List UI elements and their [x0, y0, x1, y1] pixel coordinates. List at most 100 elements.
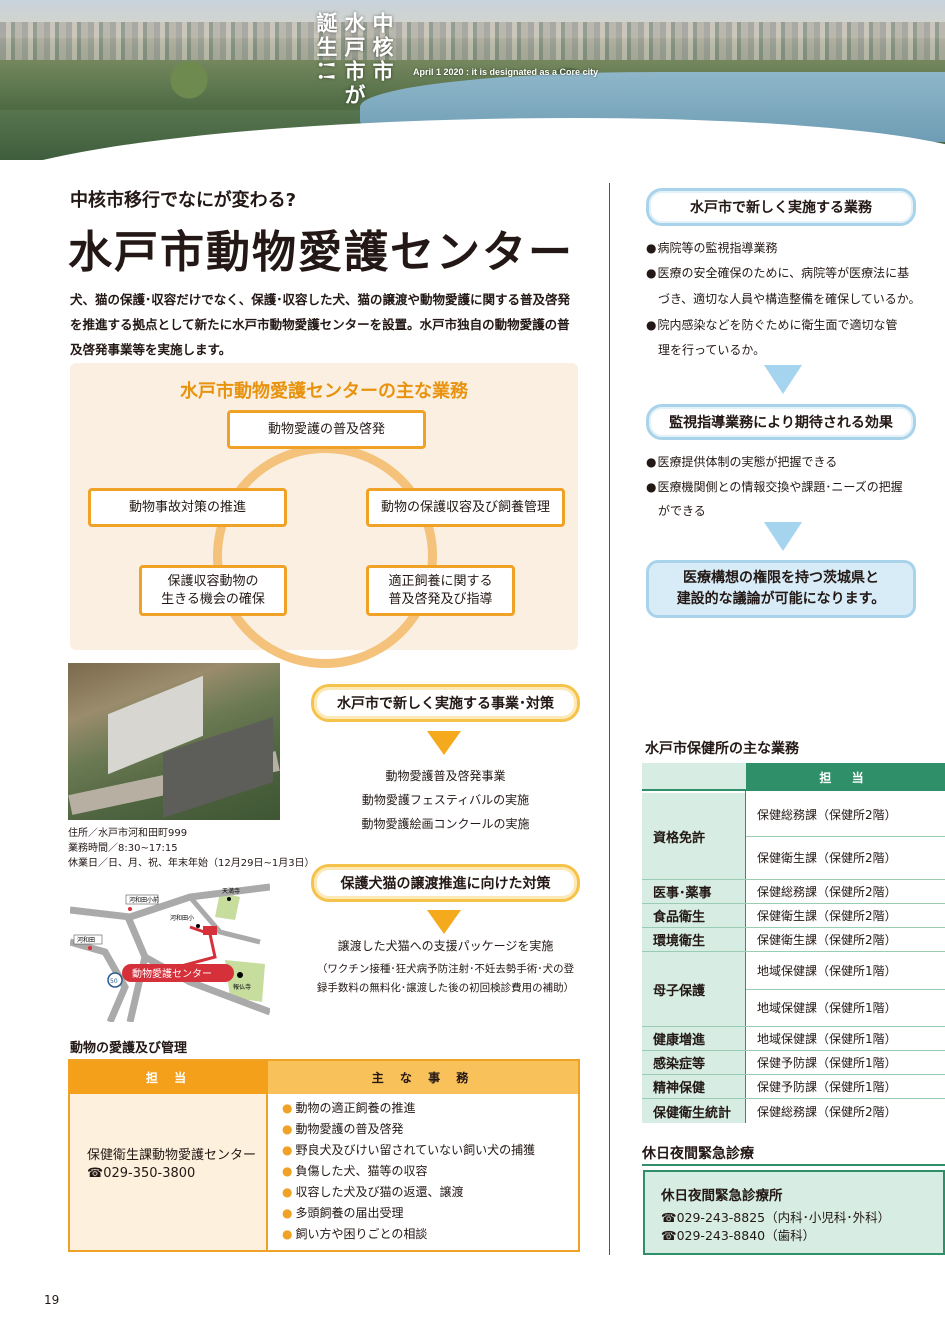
facility-hours: 業務時間／8:30~17:15	[68, 843, 178, 854]
map-marker	[203, 926, 217, 935]
hc-label: 食品衛生	[642, 904, 745, 927]
adoption-heading: 保護犬猫の譲渡推進に向けた対策	[311, 864, 580, 902]
emergency-phone-2: ☎029-243-8840（歯科）	[661, 1228, 816, 1243]
effect-1: 医療提供体制の実態が把握できる	[646, 450, 837, 474]
hero-title-line-3: 誕生!!	[314, 12, 339, 85]
intro-paragraph: 犬、猫の保護･収容だけでなく、保護･収容した犬、猫の譲渡や動物愛護に関する普及啓…	[70, 292, 571, 357]
management-dept-cell: 保健衛生課動物愛護センター ☎029-350-3800	[70, 1094, 268, 1250]
duties-cycle-ring	[213, 444, 437, 668]
facility-holidays: 休業日／日、月、祝、年末年始（12月29日~1月3日）	[68, 858, 315, 869]
new-measure-1: 動物愛護普及啓発事業	[385, 769, 506, 783]
map-label-kawawada: 河和田	[77, 936, 95, 944]
map-road-5	[188, 895, 261, 945]
hc-row-9: 保健衛生統計 保健総務課（保健所2階）	[642, 1099, 945, 1123]
management-task-3: 野良犬及びけい留されていない飼い犬の捕獲	[282, 1140, 535, 1161]
management-tasks-cell: 動物の適正飼養の推進 動物愛護の普及啓発 野良犬及びけい留されていない飼い犬の捕…	[268, 1094, 578, 1250]
map-label-temple-2: 報仏寺	[233, 983, 251, 991]
hc-label: 保健衛生統計	[642, 1099, 745, 1123]
hc-value: 保健総務課（保健所2階）	[757, 1104, 897, 1119]
map-center-badge	[122, 964, 234, 982]
management-header-dept: 担 当	[70, 1061, 268, 1094]
hc-label: 資格免許	[642, 793, 745, 879]
down-arrow-icon	[427, 910, 461, 934]
hc-label: 母子保護	[642, 952, 745, 1026]
hc-sub-divider	[746, 836, 945, 837]
down-arrow-icon	[764, 522, 802, 551]
new-measure-2: 動物愛護フェスティバルの実施	[361, 793, 530, 807]
emergency-box: 休日夜間緊急診療所 ☎029-243-8825（内科･小児科･外科） ☎029-…	[643, 1170, 945, 1255]
adoption-line-2: （ワクチン接種･狂犬病予防注射･不妊去勢手術･犬の登	[316, 963, 575, 975]
map-label-center: 動物愛護センター	[132, 967, 212, 980]
hc-label: 感染症等	[642, 1051, 745, 1074]
management-task-4: 負傷した犬、猫等の収容	[282, 1161, 427, 1182]
location-map: 河和田小前 天満寺 河和田小 河和田 動物愛護センター 報仏寺 50	[70, 872, 270, 1022]
map-label-school-front: 河和田小前	[129, 896, 159, 904]
management-department: 保健衛生課動物愛護センター	[87, 1148, 257, 1163]
adoption-line-1: 譲渡した犬猫への支援パッケージを実施	[337, 939, 554, 953]
hc-value: 地域保健課（保健所1階）	[757, 964, 897, 978]
hc-sub-divider	[746, 989, 945, 990]
management-task-5: 収容した犬及び猫の返還、譲渡	[282, 1182, 463, 1203]
hero-title-line-1: 中核市	[370, 12, 395, 84]
new-service-3: 院内感染などを防ぐために衛生面で適切な管	[646, 313, 897, 337]
hc-label: 環境衛生	[642, 928, 745, 951]
management-task-6: 多頭飼養の届出受理	[282, 1203, 403, 1224]
conclusion-line-1: 医療構想の権限を持つ茨城県と	[683, 570, 879, 586]
duty-box-2: 動物事故対策の推進	[88, 488, 287, 527]
map-dot-5	[237, 972, 243, 978]
management-label: 動物の愛護及び管理	[70, 1041, 188, 1056]
emergency-clinic-name: 休日夜間緊急診療所	[661, 1188, 783, 1204]
new-service-2: 医療の安全確保のために、病院等が医療法に基	[646, 261, 909, 285]
hc-row-4: 環境衛生 保健衛生課（保健所2階）	[642, 928, 945, 952]
conclusion-box: 医療構想の権限を持つ茨城県と 建設的な議論が可能になります。	[646, 560, 916, 618]
hc-value: 保健総務課（保健所2階）	[757, 885, 897, 899]
facility-address: 住所／水戸市河和田町999	[68, 828, 188, 839]
center-aerial-photo	[68, 663, 280, 820]
management-task-1: 動物の適正飼養の推進	[282, 1098, 415, 1119]
new-service-1: 病院等の監視指導業務	[646, 236, 777, 260]
hc-header-row: 担 当	[642, 763, 945, 791]
emergency-rule	[642, 1164, 945, 1166]
map-road-3	[70, 938, 129, 1022]
hc-value: 地域保健課（保健所1階）	[757, 1032, 897, 1046]
effect-heading: 監視指導業務により期待される効果	[646, 404, 916, 440]
duty-box-4: 保護収容動物の 生きる機会の確保	[139, 565, 287, 616]
page-title: 水戸市動物愛護センター	[68, 227, 574, 278]
hero-photo	[0, 0, 945, 160]
map-dot-4	[227, 897, 231, 901]
adoption-line-3: 録手数料の無料化･譲渡した後の初回検診費用の補助）	[316, 982, 575, 994]
management-task-2: 動物愛護の普及啓発	[282, 1119, 403, 1140]
map-dot-3	[196, 924, 200, 928]
new-measures-heading: 水戸市で新しく実施する事業･対策	[311, 684, 580, 722]
hc-label: 医事･薬事	[642, 880, 745, 903]
hc-header: 担 当	[746, 763, 945, 791]
hc-row-7: 感染症等 保健予防課（保健所1階）	[642, 1051, 945, 1075]
duty-box-3: 動物の保護収容及び飼養管理	[366, 488, 565, 527]
hc-label: 健康増進	[642, 1027, 745, 1050]
new-service-2-cont: づき、適切な人員や構造整備を確保しているか。	[658, 292, 921, 306]
duties-title: 水戸市動物愛護センターの主な業務	[180, 381, 468, 402]
down-arrow-icon	[764, 365, 802, 394]
hc-row-1: 資格免許 保健総務課（保健所2階） 保健衛生課（保健所2階）	[642, 793, 945, 880]
kicker-heading: 中核市移行でなにが変わる?	[70, 190, 297, 211]
conclusion-line-2: 建設的な議論が可能になります。	[676, 591, 886, 607]
hc-value: 保健衛生課（保健所2階）	[757, 909, 897, 923]
hc-col-divider	[745, 791, 746, 1123]
hc-value: 保健衛生課（保健所2階）	[757, 933, 897, 947]
hc-row-8: 精神保健 保健予防課（保健所1階）	[642, 1075, 945, 1099]
duty-box-1: 動物愛護の普及啓発	[227, 410, 426, 449]
management-table: 担 当 主 な 事 務 保健衛生課動物愛護センター ☎029-350-3800 …	[68, 1059, 580, 1252]
map-box-1	[125, 894, 159, 905]
hc-row-5: 母子保護 地域保健課（保健所1階） 地域保健課（保健所1階）	[642, 952, 945, 1027]
hc-row-2: 医事･薬事 保健総務課（保健所2階）	[642, 880, 945, 904]
new-measure-3: 動物愛護絵画コンクールの実施	[361, 817, 530, 831]
management-phone: ☎029-350-3800	[87, 1166, 196, 1181]
hero-title-line-2: 水戸市が	[342, 12, 367, 108]
effect-2: 医療機関側との情報交換や課題･ニーズの把握	[646, 475, 902, 499]
map-park-2	[225, 960, 265, 1002]
map-route	[169, 925, 217, 971]
map-road-1	[70, 883, 270, 921]
map-dot-1	[128, 907, 132, 911]
hc-value: 保健衛生課（保健所2階）	[757, 851, 897, 865]
map-label-route: 50	[110, 978, 118, 985]
